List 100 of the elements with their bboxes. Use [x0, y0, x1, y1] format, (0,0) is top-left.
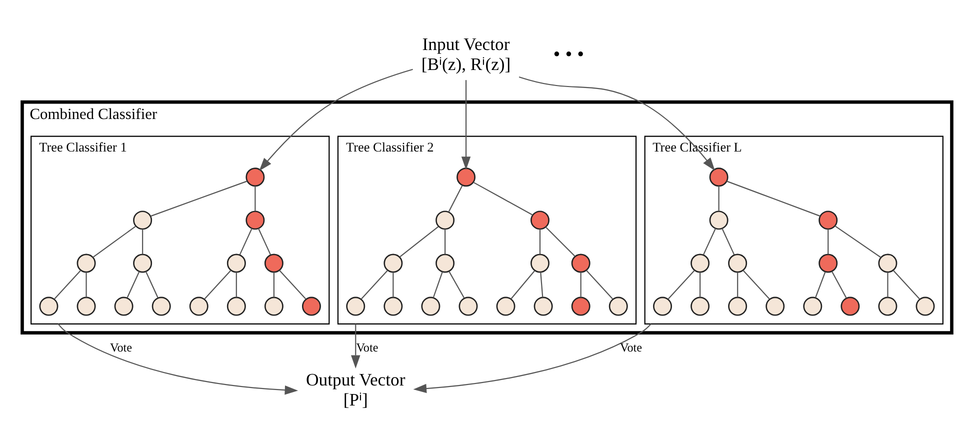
connector	[892, 270, 920, 300]
connector	[702, 228, 716, 255]
node-circle	[708, 168, 728, 187]
node-circle	[878, 296, 897, 316]
connector	[827, 229, 828, 254]
node-circle	[132, 254, 152, 273]
arrow	[57, 324, 298, 395]
connector	[150, 180, 247, 217]
connector	[85, 272, 86, 298]
connector	[204, 270, 231, 300]
connector	[585, 270, 612, 300]
connector	[544, 226, 575, 257]
connector	[432, 272, 442, 298]
connector	[448, 271, 464, 298]
connector	[126, 271, 140, 298]
connector	[254, 186, 256, 212]
node-circle	[76, 296, 96, 316]
node-circle	[533, 296, 552, 316]
node-circle	[226, 296, 246, 316]
connector	[144, 271, 158, 298]
node-circle	[383, 296, 402, 316]
node-circle	[226, 254, 246, 273]
node-text: Output Vector [Pⁱ]	[306, 370, 405, 410]
connector	[540, 272, 543, 298]
node-circle	[802, 296, 822, 316]
node-circle	[264, 296, 283, 316]
node-text: Input Vector [Bⁱ(z), Rⁱ(z)]	[420, 34, 510, 74]
node-circle	[708, 210, 728, 230]
node-circle	[728, 296, 747, 316]
connector	[444, 229, 446, 254]
node-circle	[420, 296, 440, 316]
connector	[238, 228, 252, 255]
connector	[272, 272, 274, 298]
connector	[92, 226, 136, 258]
connector	[257, 228, 270, 255]
node-circle	[690, 296, 710, 316]
node-circle	[496, 296, 515, 316]
node-circle	[132, 210, 152, 230]
node-circle	[530, 254, 549, 273]
arrow	[258, 68, 412, 172]
connector	[834, 226, 881, 258]
node-circle	[76, 254, 96, 273]
connector	[736, 272, 738, 298]
connector	[718, 186, 719, 212]
connector	[726, 180, 820, 217]
connector	[699, 272, 700, 298]
edge-label: Vote	[620, 340, 642, 354]
connector	[538, 229, 540, 254]
node-circle	[264, 254, 283, 273]
arrow	[350, 324, 360, 368]
node-circle	[456, 168, 476, 187]
node-circle	[570, 254, 590, 273]
cluster: Tree Classifier 1	[30, 136, 330, 324]
connector	[580, 272, 581, 298]
node-circle	[346, 296, 365, 316]
node-circle	[435, 254, 454, 273]
node-circle	[38, 296, 58, 316]
edge-label: Vote	[356, 340, 378, 354]
connector	[142, 229, 143, 254]
connector	[360, 270, 388, 300]
connector	[814, 272, 826, 298]
node-circle	[652, 296, 672, 316]
connector	[510, 270, 535, 300]
node-circle	[878, 254, 897, 273]
node-circle	[383, 254, 402, 273]
node-circle	[608, 296, 628, 316]
connector	[392, 272, 394, 298]
node-circle	[530, 210, 549, 230]
label: • • •	[552, 44, 584, 66]
connector	[235, 272, 236, 298]
node-circle	[458, 296, 478, 316]
node-circle	[245, 168, 264, 187]
node-circle	[151, 296, 170, 316]
connector	[398, 226, 438, 258]
connector	[830, 271, 846, 298]
node-circle	[818, 210, 838, 230]
node-circle	[188, 296, 208, 316]
node-circle	[245, 210, 264, 230]
connector	[721, 228, 734, 255]
connector	[667, 270, 694, 300]
edge-label: Vote	[110, 340, 132, 354]
node-circle	[765, 296, 784, 316]
connector	[742, 270, 770, 300]
arrow	[460, 80, 470, 170]
node-circle	[690, 254, 710, 273]
node-circle	[818, 254, 838, 273]
connector	[472, 182, 532, 216]
arrow	[518, 76, 715, 171]
cluster: Tree Classifier 2	[336, 136, 636, 324]
node-circle	[570, 296, 590, 316]
arrow	[412, 324, 651, 394]
node-circle	[435, 210, 454, 230]
connector	[54, 270, 81, 300]
node-circle	[301, 296, 320, 316]
node-circle	[915, 296, 934, 316]
node-circle	[114, 296, 133, 316]
node-circle	[840, 296, 860, 316]
connector	[448, 185, 462, 212]
node-circle	[728, 254, 747, 273]
connector	[278, 270, 306, 300]
